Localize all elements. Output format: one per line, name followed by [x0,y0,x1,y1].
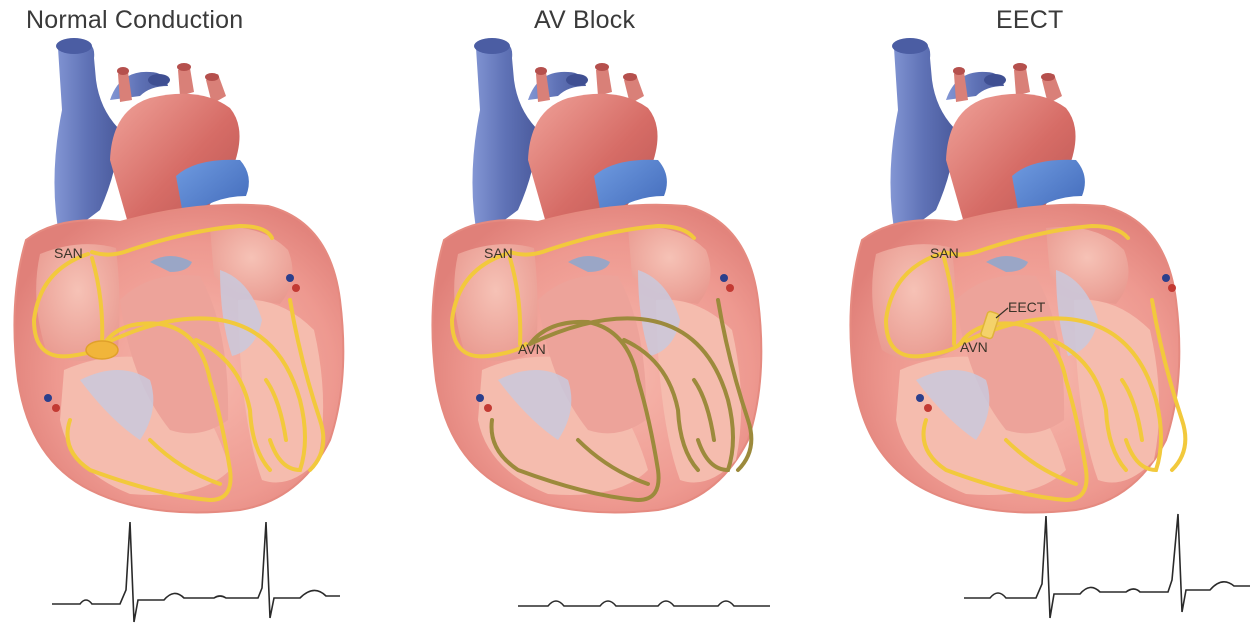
panel-eect: EECT [836,0,1253,625]
electrode-icon [720,274,728,282]
electrode-icon [484,404,492,412]
heart-illustration: SAN [0,0,418,625]
san-label: SAN [484,245,513,261]
ecg-trace [52,522,340,622]
electrode-icon [52,404,60,412]
electrode-icon [476,394,484,402]
san-label: SAN [930,245,959,261]
electrode-icon [924,404,932,412]
electrode-icon [916,394,924,402]
electrode-icon [1168,284,1176,292]
electrode-icon [286,274,294,282]
ecg-trace [964,514,1250,618]
san-label: SAN [54,245,83,261]
panel-av-block: AV Block [418,0,836,625]
electrode-icon [44,394,52,402]
eect-label: EECT [1008,299,1046,315]
ecg-trace [518,601,770,606]
avn-label: AVN [960,339,988,355]
panel-normal-conduction: Normal Conduction [0,0,418,625]
heart-body [850,205,1179,513]
electrode-icon [292,284,300,292]
av-node [86,341,118,359]
heart-illustration: SAN AVN [418,0,836,625]
avn-label: AVN [518,341,546,357]
electrode-icon [726,284,734,292]
heart-illustration: SAN AVN EECT [836,0,1253,625]
electrode-icon [1162,274,1170,282]
